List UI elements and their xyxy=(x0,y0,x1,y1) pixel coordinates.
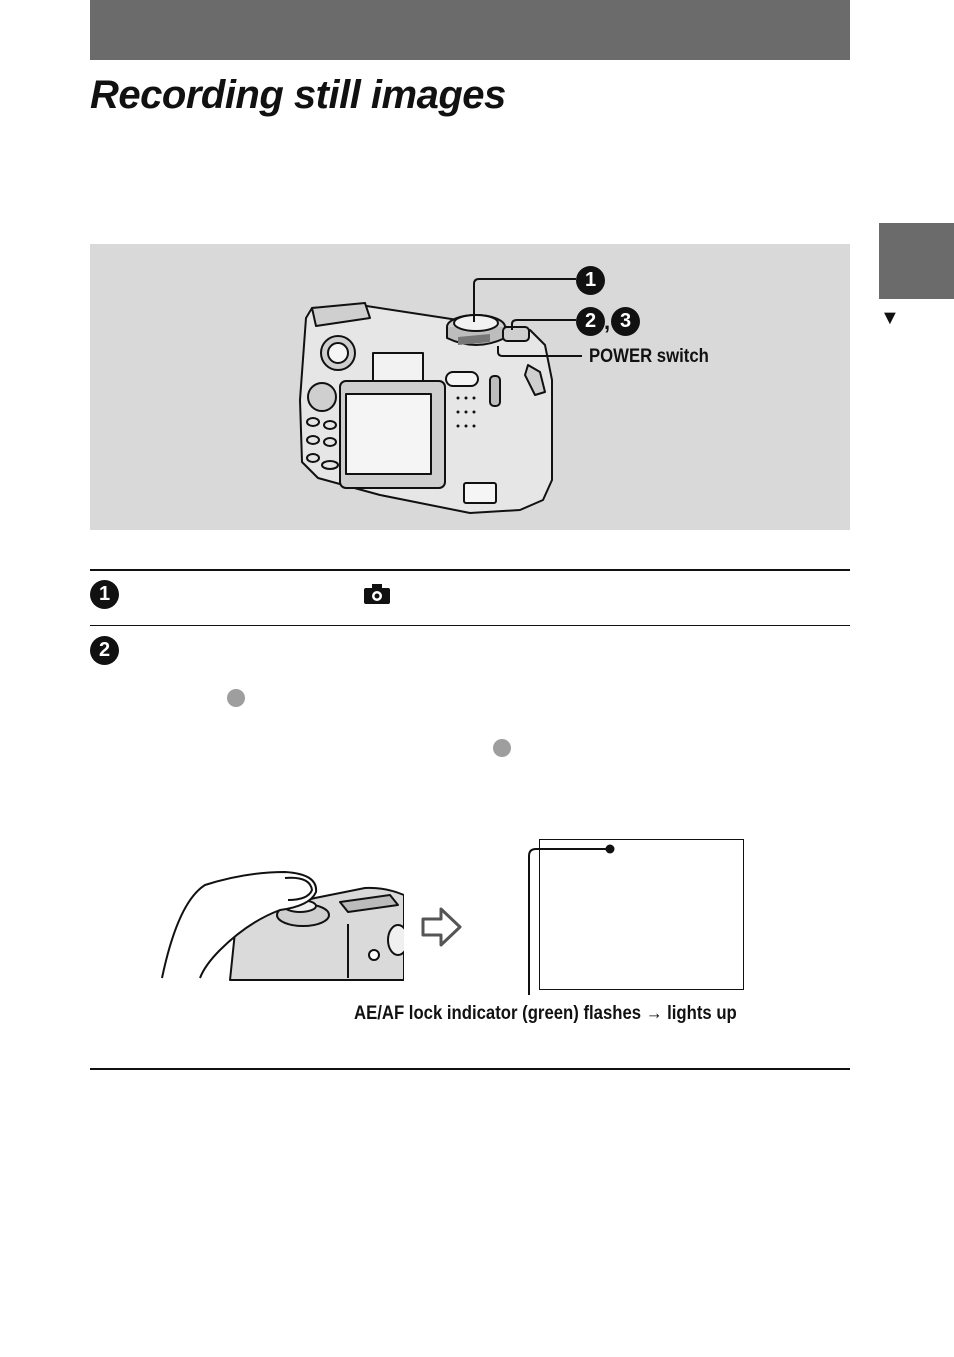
callout-separator: , xyxy=(604,309,611,334)
ae-af-lock-label: AE/AF lock indicator (green) flashes → l… xyxy=(354,1003,737,1024)
callout-number-2: 2 xyxy=(576,307,605,336)
callout-number-3: 3 xyxy=(611,307,640,336)
callout-number-1: 1 xyxy=(576,266,605,295)
down-arrow-icon: ▼ xyxy=(880,307,900,329)
page-title: Recording still images xyxy=(90,73,506,117)
right-arrow-icon xyxy=(421,907,462,947)
step-divider xyxy=(90,625,850,626)
marker-dot xyxy=(493,739,511,757)
chapter-tab xyxy=(879,223,954,299)
step-number: 1 xyxy=(90,580,119,609)
ae-af-lock-indicator xyxy=(605,844,615,854)
header-bar xyxy=(90,0,850,60)
step-divider-top xyxy=(90,569,850,571)
section-divider-bottom xyxy=(90,1068,850,1070)
shutter-press-illustration xyxy=(161,860,410,985)
power-switch-label: POWER switch xyxy=(589,346,709,367)
marker-dot xyxy=(227,689,245,707)
lcd-screen-frame xyxy=(539,839,744,990)
step-number: 2 xyxy=(90,636,119,665)
camera-icon xyxy=(364,584,390,604)
